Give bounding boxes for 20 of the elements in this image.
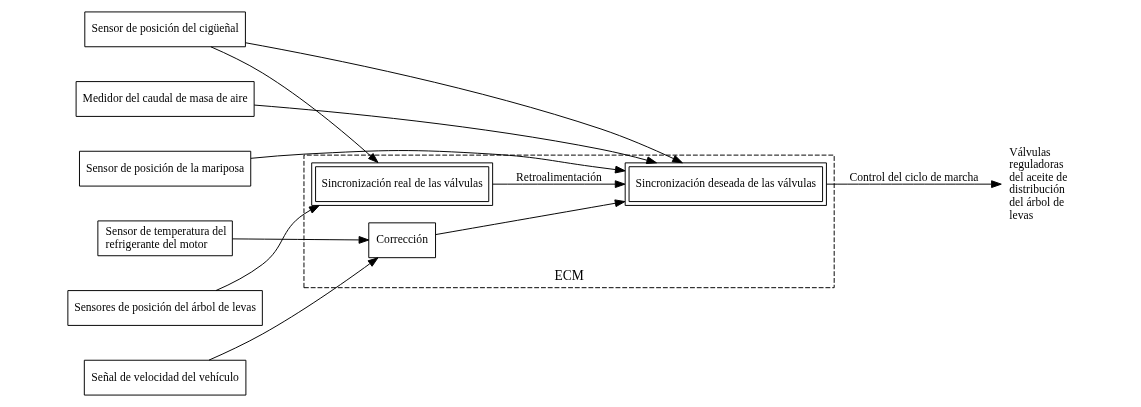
edge-label: Control del ciclo de marcha <box>849 170 978 184</box>
arrow <box>244 42 683 164</box>
node-box: Medidor del caudal de masa de aire <box>75 81 255 117</box>
node-box: Corrección <box>367 222 436 259</box>
arrow <box>208 257 378 361</box>
arrow <box>249 150 626 174</box>
arrow <box>209 46 378 163</box>
arrow <box>215 205 320 292</box>
node-box: Sensores de posición del árbol de levas <box>66 290 263 326</box>
arrow <box>491 180 625 189</box>
arrow <box>253 104 657 165</box>
node-box: Sensor de posición de la mariposa <box>78 150 251 187</box>
arrow <box>231 236 369 244</box>
node-box: Señal de velocidad del vehículo <box>83 359 246 396</box>
node-box: Sensor de posición del cigüeñal <box>83 11 246 48</box>
arrow <box>434 199 625 236</box>
arrow <box>825 180 1002 189</box>
node-box: Sensor de temperatura del refrigerante del motor <box>96 220 233 257</box>
node-text: Válvulas reguladoras del aceite de distribución del árbol de levas <box>1008 145 1067 222</box>
edge-label: Retroalimentación <box>515 170 602 184</box>
